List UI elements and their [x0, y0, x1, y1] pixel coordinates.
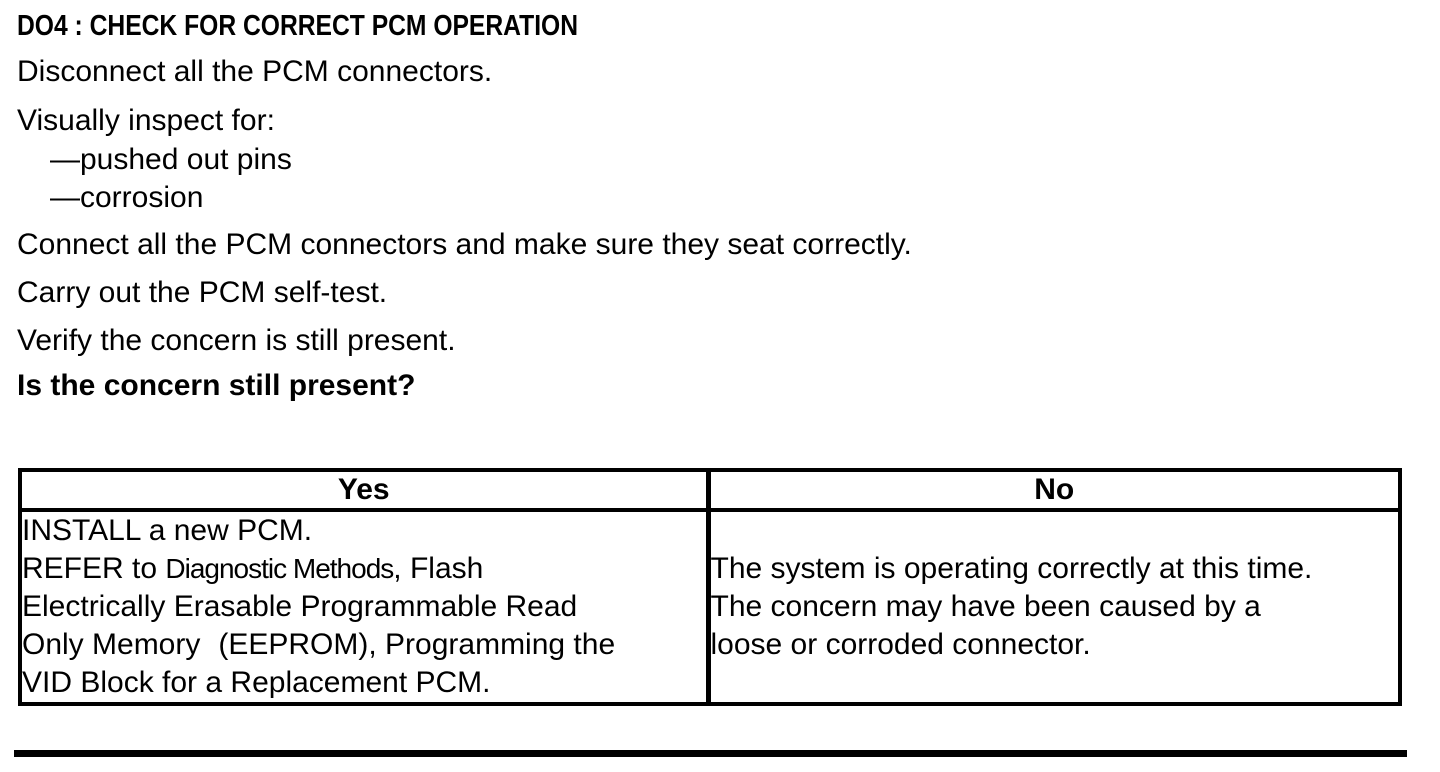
diagnostic-methods-reference: Diagnostic Methods: [165, 553, 394, 584]
decision-table-cell-yes: INSTALL a new PCM. REFER to Diagnostic M…: [18, 508, 711, 706]
step-selftest: Carry out the PCM self-test.: [17, 276, 388, 309]
no-result-line2: The concern may have been caused by a: [710, 590, 1261, 623]
yes-action-line4: Only Memory (EEPROM), Programming the: [22, 626, 706, 664]
yes-line4-eeprom: (EEPROM), Programming the: [218, 628, 616, 661]
no-result-line3: loose or corroded connector.: [710, 628, 1091, 661]
decision-question: Is the concern still present?: [17, 369, 416, 402]
decision-table-header-no: No: [706, 468, 1402, 512]
inspect-item-pushed-pins: —pushed out pins: [50, 143, 292, 176]
no-result-line1: The system is operating correctly at thi…: [710, 552, 1313, 585]
decision-table-header-row: Yes No: [18, 468, 1402, 512]
step-inspect: Visually inspect for:: [17, 104, 275, 137]
yes-action-refer: REFER to Diagnostic Methods, Flash: [22, 550, 706, 588]
page-divider-rule: [14, 750, 1407, 757]
inspect-item-corrosion: —corrosion: [50, 181, 204, 214]
refer-prefix: REFER to: [22, 552, 166, 585]
yes-line4-memory: Only Memory: [22, 628, 201, 661]
yes-action-install: INSTALL a new PCM.: [22, 514, 313, 547]
decision-table-header-yes: Yes: [18, 468, 711, 512]
decision-table-cell-no: The system is operating correctly at thi…: [706, 508, 1402, 706]
refer-suffix: , Flash: [393, 552, 484, 585]
step-disconnect: Disconnect all the PCM connectors.: [17, 55, 493, 88]
step-verify: Verify the concern is still present.: [17, 324, 456, 357]
yes-action-line5: VID Block for a Replacement PCM.: [22, 666, 491, 699]
procedure-step-title: DO4 : CHECK FOR CORRECT PCM OPERATION: [17, 9, 677, 43]
decision-table: Yes No INSTALL a new PCM. REFER to Diagn…: [18, 468, 1402, 706]
decision-table-body-row: INSTALL a new PCM. REFER to Diagnostic M…: [18, 508, 1402, 706]
step-connect: Connect all the PCM connectors and make …: [17, 228, 912, 261]
procedure-step-title-text: DO4 : CHECK FOR CORRECT PCM OPERATION: [17, 10, 579, 42]
yes-action-line3: Electrically Erasable Programmable Read: [22, 590, 578, 623]
